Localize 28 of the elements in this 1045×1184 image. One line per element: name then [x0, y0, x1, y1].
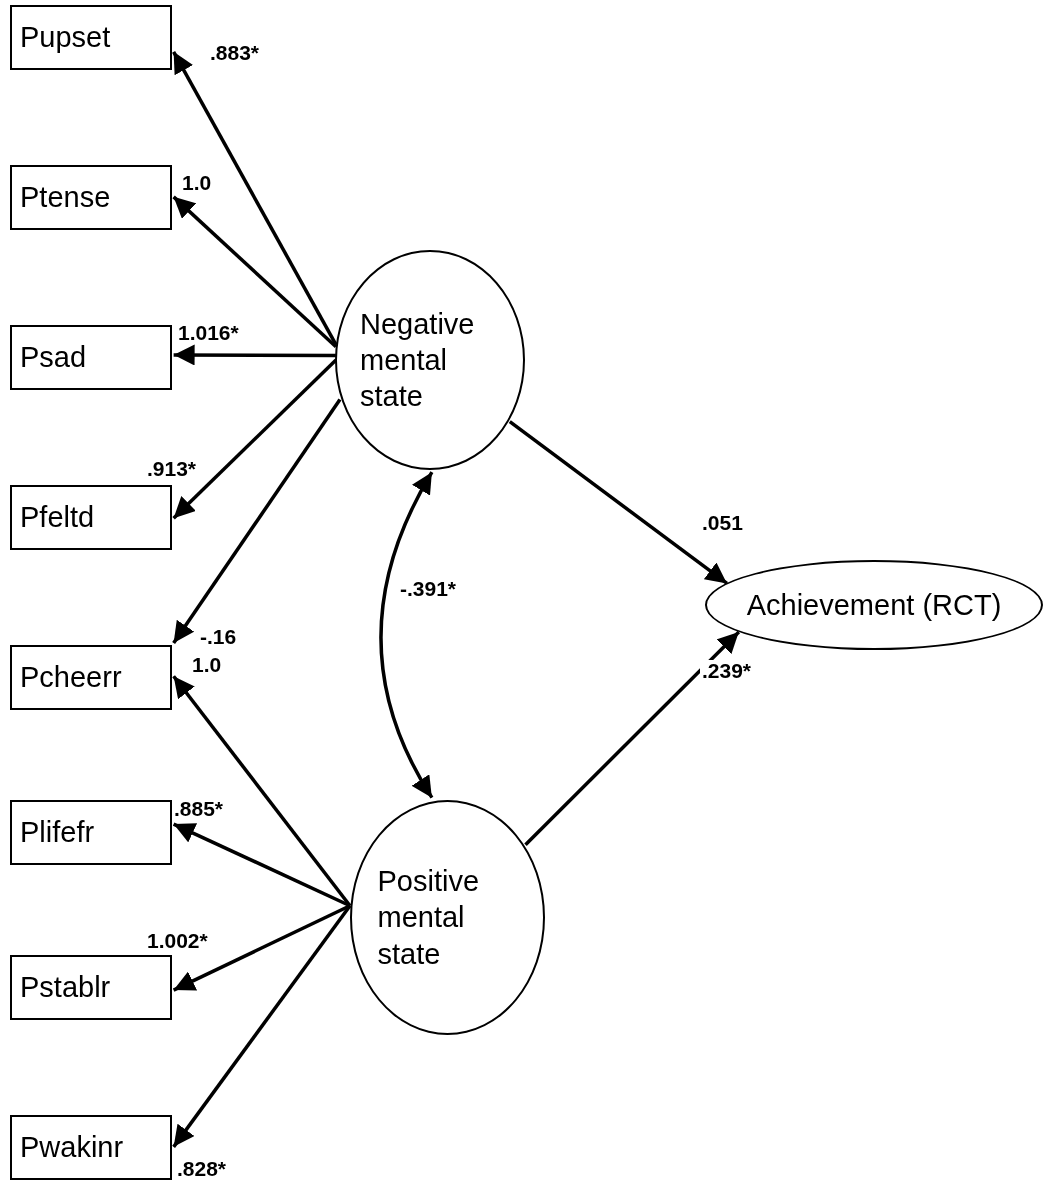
node-label: Positive mental state: [377, 864, 481, 972]
node-label: Ptense: [20, 180, 111, 216]
node-label: Achievement (RCT): [746, 587, 1002, 623]
node-label: Pcheerr: [20, 660, 122, 696]
arrow: [172, 822, 351, 908]
edge-label: .239*: [700, 660, 754, 681]
arrow: [508, 420, 728, 585]
arrow: [524, 630, 741, 846]
arrow: [173, 344, 336, 366]
arrow: [172, 904, 351, 992]
node-label: Negative mental state: [360, 306, 476, 415]
arrow: [172, 675, 352, 907]
arrow: [172, 398, 342, 645]
node-label: Pfeltd: [20, 500, 95, 536]
node-label: Pupset: [20, 20, 111, 56]
indicator-box: [10, 800, 172, 865]
indicator-box: [10, 485, 172, 550]
node-label: Pwakinr: [20, 1130, 124, 1166]
indicator-box: [10, 955, 172, 1020]
node-label: Plifefr: [20, 815, 95, 851]
node-label: Psad: [20, 340, 87, 376]
indicator-box: [10, 5, 172, 70]
indicator-box: [10, 1115, 172, 1180]
node-label: Pstablr: [20, 970, 111, 1006]
indicator-box: [10, 325, 172, 390]
arrow: [379, 471, 434, 799]
indicator-box: [10, 165, 172, 230]
indicator-box: [10, 645, 172, 710]
